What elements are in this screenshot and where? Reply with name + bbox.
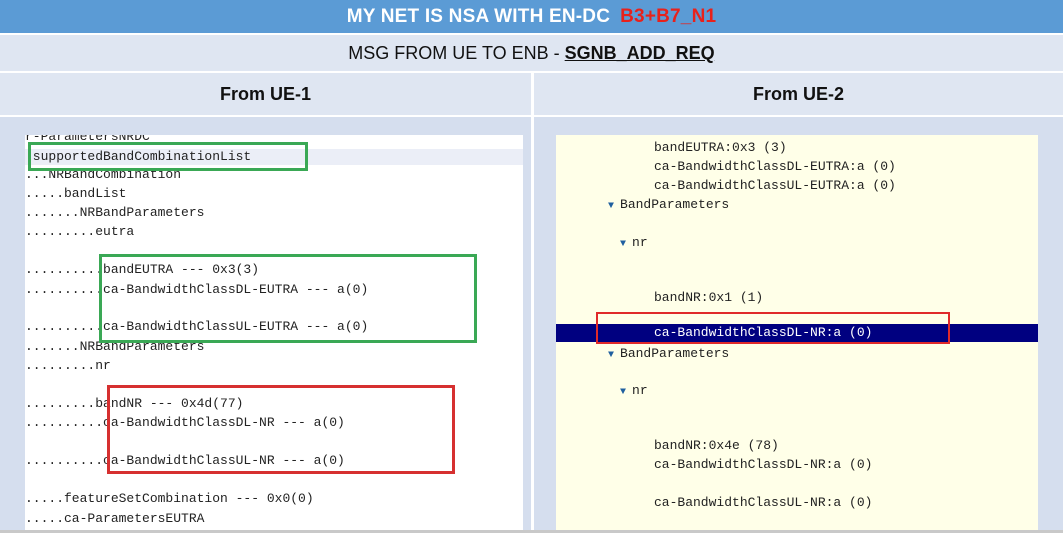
tree-line[interactable]: ca-BandwidthClassUL-NR:a (0)	[654, 495, 873, 510]
triangle-down-icon[interactable]: ▼	[608, 201, 615, 212]
tree-node-label: BandParameters	[620, 346, 730, 361]
subtitle-prefix: MSG FROM UE TO ENB -	[348, 42, 560, 63]
highlight-box-red	[107, 385, 455, 474]
tree-line-selected: ca-BandwidthClassDL-NR:a (0)	[654, 325, 873, 340]
tree-line[interactable]: .....bandList	[25, 186, 127, 201]
tree-line[interactable]: .........bandNR --- 0x4d(77)	[25, 396, 244, 411]
highlight-box-red	[596, 312, 950, 344]
tree-line[interactable]: bandNR:0x1 (1)	[654, 290, 764, 305]
tree-line[interactable]: ..........ca-BandwidthClassUL-EUTRA --- …	[25, 319, 369, 334]
tree-line[interactable]: .........eutra	[25, 224, 135, 239]
tree-line[interactable]: bandNR:0x4e (78)	[654, 438, 779, 453]
tree-node[interactable]: ▼ nr	[620, 383, 648, 399]
tree-line[interactable]: .....ca-ParametersEUTRA	[25, 511, 205, 526]
tree-line[interactable]: .....featureSetCombination --- 0x0(0)	[25, 491, 314, 506]
tree-line[interactable]: bandEUTRA:0x3 (3)	[654, 140, 787, 155]
title-main: MY NET IS NSA WITH EN-DC	[346, 5, 611, 27]
tree-line[interactable]: .......NRBandParameters	[25, 205, 205, 220]
tree-line: r-ParametersNRDC	[25, 135, 150, 144]
tree-node-label: BandParameters	[620, 197, 730, 212]
tree-line-selected[interactable]: .supportedBandCombinationList	[25, 149, 523, 165]
subtitle-message: SGNB_ADD_REQ	[564, 42, 715, 63]
tree-node[interactable]: ▼ BandParameters	[608, 197, 729, 213]
tree-node-label: nr	[632, 235, 648, 250]
tree-line[interactable]: ca-BandwidthClassDL-EUTRA:a (0)	[654, 159, 896, 174]
tree-line[interactable]: ..........ca-BandwidthClassDL-EUTRA --- …	[25, 282, 369, 297]
tree-node-label: nr	[632, 383, 648, 398]
ue2-decode-panel: bandEUTRA:0x3 (3) ca-BandwidthClassDL-EU…	[556, 135, 1038, 533]
selected-row[interactable]: ca-BandwidthClassDL-NR:a (0)	[556, 324, 1038, 342]
triangle-down-icon[interactable]: ▼	[608, 350, 615, 361]
ue2-header: From UE-2	[534, 73, 1063, 115]
ue1-decode-panel: r-ParametersNRDC .supportedBandCombinati…	[25, 135, 523, 533]
tree-node[interactable]: ▼ nr	[620, 235, 648, 251]
tree-line[interactable]: .........nr	[25, 358, 111, 373]
triangle-down-icon[interactable]: ▼	[620, 239, 627, 250]
tree-line[interactable]: ..........ca-BandwidthClassDL-NR --- a(0…	[25, 415, 345, 430]
tree-line[interactable]: ca-BandwidthClassUL-EUTRA:a (0)	[654, 178, 896, 193]
tree-line[interactable]: ca-BandwidthClassDL-NR:a (0)	[654, 457, 873, 472]
ue1-header: From UE-1	[0, 73, 531, 115]
divider	[0, 530, 1063, 533]
highlight-box-green	[99, 254, 477, 343]
subtitle-bar: MSG FROM UE TO ENB - SGNB_ADD_REQ	[0, 35, 1063, 71]
highlight-box-green	[28, 142, 308, 171]
tree-line[interactable]: ..........ca-BandwidthClassUL-NR --- a(0…	[25, 453, 345, 468]
triangle-down-icon[interactable]: ▼	[620, 387, 627, 398]
title-bar: MY NET IS NSA WITH EN-DC B3+B7_N1	[0, 0, 1063, 33]
title-bands: B3+B7_N1	[620, 5, 717, 27]
tree-node[interactable]: ▼ BandParameters	[608, 346, 729, 362]
